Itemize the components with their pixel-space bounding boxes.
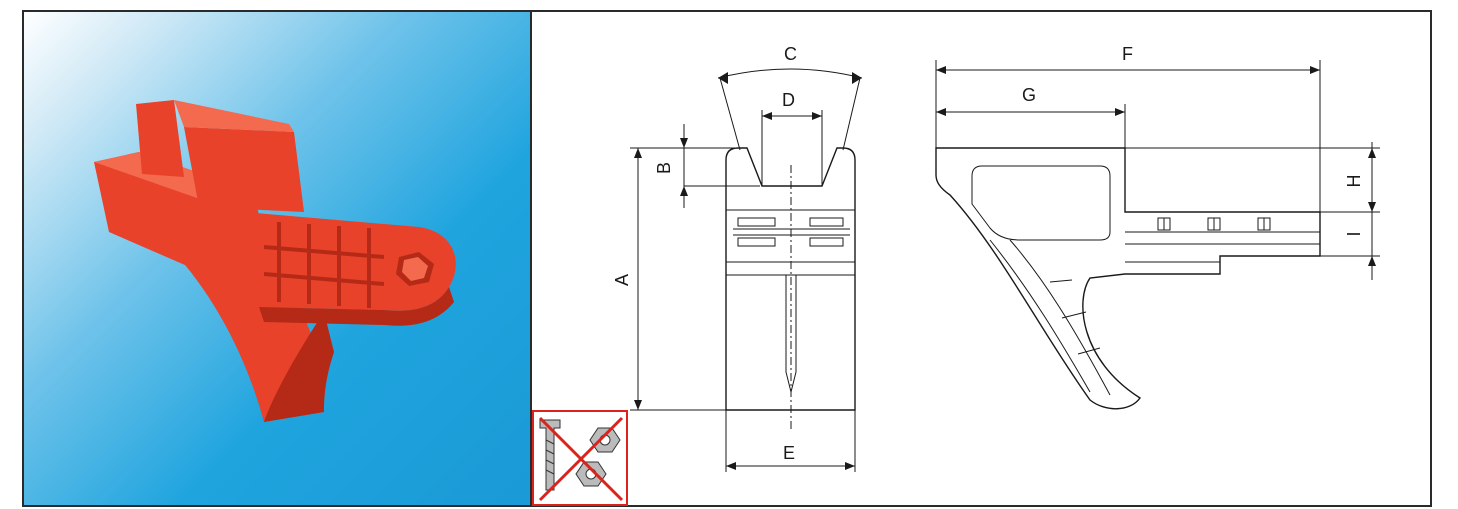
dimension-d: D — [761, 90, 823, 186]
product-sheet-frame — [22, 10, 1432, 507]
dim-label-i: I — [1344, 231, 1364, 236]
part-curved-body — [119, 202, 324, 422]
dimension-e: E — [725, 410, 856, 472]
part-fin-right — [184, 127, 304, 212]
dim-label-c: C — [784, 44, 797, 64]
dimension-a: A — [612, 147, 726, 411]
side-view — [935, 147, 1321, 410]
dim-label-a: A — [612, 274, 632, 286]
part-curved-shadow — [264, 312, 334, 422]
no-screws-icon — [532, 410, 628, 506]
dim-label-g: G — [1022, 85, 1036, 105]
product-render — [94, 100, 456, 422]
dim-label-d: D — [782, 90, 795, 110]
part-strap-ribs — [263, 222, 385, 308]
part-fin-right-top — [174, 100, 294, 132]
dimension-g: G — [936, 85, 1126, 148]
dim-label-e: E — [783, 443, 795, 463]
part-strap-shadow — [259, 287, 454, 326]
dim-label-f: F — [1122, 44, 1133, 64]
panel-divider — [530, 12, 532, 505]
front-view — [725, 147, 856, 430]
part-fin-left — [136, 100, 184, 177]
dim-label-h: H — [1344, 175, 1364, 188]
part-strap — [244, 212, 456, 311]
dimension-h-i: H I — [1125, 142, 1380, 280]
dim-label-b: B — [654, 162, 674, 174]
dimension-b: B — [654, 124, 760, 208]
dimension-f: F — [935, 44, 1321, 212]
product-photo-panel — [24, 12, 530, 505]
part-strap-hole-inner — [402, 257, 428, 281]
dimension-c: C — [717, 44, 863, 151]
